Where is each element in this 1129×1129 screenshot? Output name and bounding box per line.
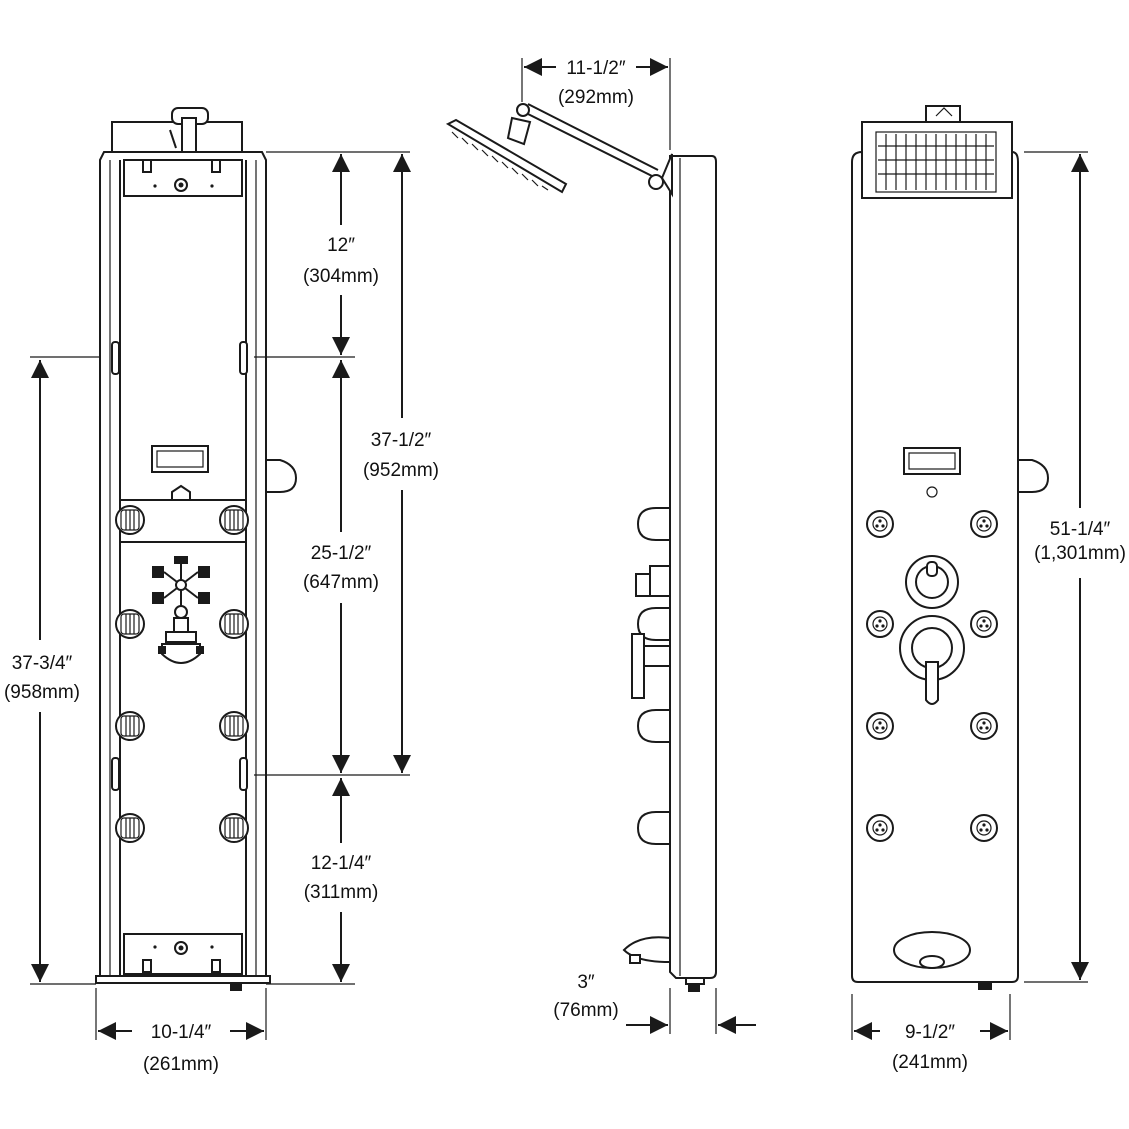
dim-total-height: 37-1/2″	[371, 430, 432, 451]
dim-rear-height-mm: (1,301mm)	[1034, 543, 1126, 564]
side-dimensions: 11-1/2″ (292mm) 3″ (76mm)	[521, 58, 756, 1034]
dim-mid-height-mm: (647mm)	[303, 572, 379, 593]
dim-depth-mm: (76mm)	[553, 1000, 618, 1021]
dim-front-width-mm: (261mm)	[143, 1054, 219, 1075]
dim-lower-height: 12-1/4″	[311, 853, 372, 874]
front-dimensions: 12″ (304mm) 25-1/2″ (647mm) 12-1/4″ (311…	[4, 151, 439, 1075]
front-view	[95, 107, 298, 991]
rear-view	[851, 105, 1050, 990]
dim-depth: 3″	[577, 972, 595, 993]
dim-side-height-mm: (958mm)	[4, 682, 80, 703]
dim-lower-height-mm: (311mm)	[304, 882, 379, 903]
dim-total-height-mm: (952mm)	[363, 460, 439, 481]
dim-arm-reach-mm: (292mm)	[558, 87, 634, 108]
dim-arm-reach: 11-1/2″	[566, 58, 625, 79]
rear-dimensions: 51-1/4″ (1,301mm) 9-1/2″ (241mm)	[851, 151, 1126, 1073]
side-view	[445, 103, 717, 992]
dim-rear-width-mm: (241mm)	[892, 1052, 968, 1073]
dim-side-height: 37-3/4″	[12, 653, 73, 674]
dim-front-width: 10-1/4″	[151, 1022, 212, 1043]
dim-upper-height-mm: (304mm)	[303, 266, 379, 287]
dim-upper-height: 12″	[327, 235, 355, 256]
rain-shower-head-icon	[445, 103, 673, 198]
dim-rear-height: 51-1/4″	[1050, 519, 1111, 540]
overhead-shower-icon	[861, 105, 1013, 199]
diverter-manifold-icon	[152, 556, 210, 664]
dim-mid-height: 25-1/2″	[311, 543, 372, 564]
top-handle-icon	[111, 107, 243, 155]
dim-rear-width: 9-1/2″	[905, 1022, 955, 1043]
